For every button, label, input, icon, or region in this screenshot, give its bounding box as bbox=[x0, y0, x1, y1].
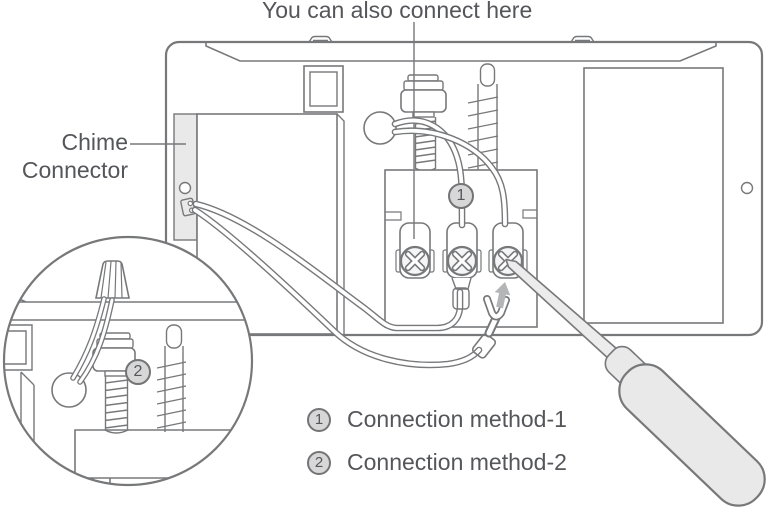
legend-item-method1: 1 Connection method-1 bbox=[307, 406, 567, 433]
tapered-screw-zoomed bbox=[156, 324, 187, 432]
right-compartment bbox=[583, 67, 724, 324]
strip-hole bbox=[178, 181, 192, 195]
battery-compartment-bevel bbox=[336, 113, 345, 334]
screwdriver-handle bbox=[618, 363, 766, 507]
magnifier-view bbox=[2, 235, 254, 487]
post-cap-top bbox=[407, 74, 439, 82]
screw-terminal-2 bbox=[442, 222, 482, 290]
magnifier-border bbox=[2, 235, 254, 487]
tapered-screw bbox=[467, 63, 499, 170]
post-neck bbox=[412, 111, 435, 118]
cutout-square-zoomed bbox=[4, 324, 33, 371]
terminal2-wire-sleeve bbox=[452, 287, 470, 310]
chime-label-line1: Chime bbox=[61, 129, 128, 155]
tapered-screw-tip bbox=[479, 63, 496, 87]
legend-badge-1: 1 bbox=[307, 407, 331, 432]
wire-feed-hole bbox=[363, 111, 397, 145]
magnifier-contents bbox=[4, 260, 252, 485]
tapered-screw-threads bbox=[467, 96, 499, 169]
backplate bbox=[164, 35, 764, 337]
right-screw-hole bbox=[740, 181, 754, 195]
method1-badge: 1 bbox=[448, 183, 474, 209]
chime-connector-plug bbox=[180, 197, 196, 217]
chime-wires bbox=[191, 200, 483, 369]
terminal2-taper bbox=[451, 277, 472, 290]
cutout-square-inner bbox=[309, 71, 338, 107]
post-cap-flange bbox=[403, 80, 444, 91]
fork-terminal bbox=[471, 295, 510, 359]
terminal-block-notches bbox=[385, 209, 537, 221]
cutout-square-outer bbox=[303, 65, 344, 113]
legend-label-1: Connection method-1 bbox=[347, 406, 567, 432]
insert-direction-arrow bbox=[494, 282, 511, 309]
method2-badge: 2 bbox=[125, 359, 151, 385]
chime-connector-strip bbox=[173, 113, 198, 241]
wire-nut-zoomed bbox=[95, 260, 130, 299]
top-caption: You can also connect here bbox=[262, 0, 533, 23]
legend-label-2: Connection method-2 bbox=[347, 449, 567, 475]
fork-sleeve bbox=[471, 333, 497, 359]
mounting-tab-right bbox=[570, 35, 595, 43]
screw-terminal-1 bbox=[395, 222, 435, 279]
screwdriver bbox=[505, 258, 766, 507]
post-cap-body bbox=[400, 89, 447, 113]
top-bevel-edge bbox=[205, 42, 717, 62]
mounting-tab-left bbox=[308, 35, 333, 43]
chime-label-line2: Connector bbox=[21, 157, 128, 183]
chime-connector-label: Chime Connector bbox=[2, 128, 128, 184]
legend-badge-2: 2 bbox=[307, 450, 331, 475]
legend-item-method2: 2 Connection method-2 bbox=[307, 449, 567, 476]
